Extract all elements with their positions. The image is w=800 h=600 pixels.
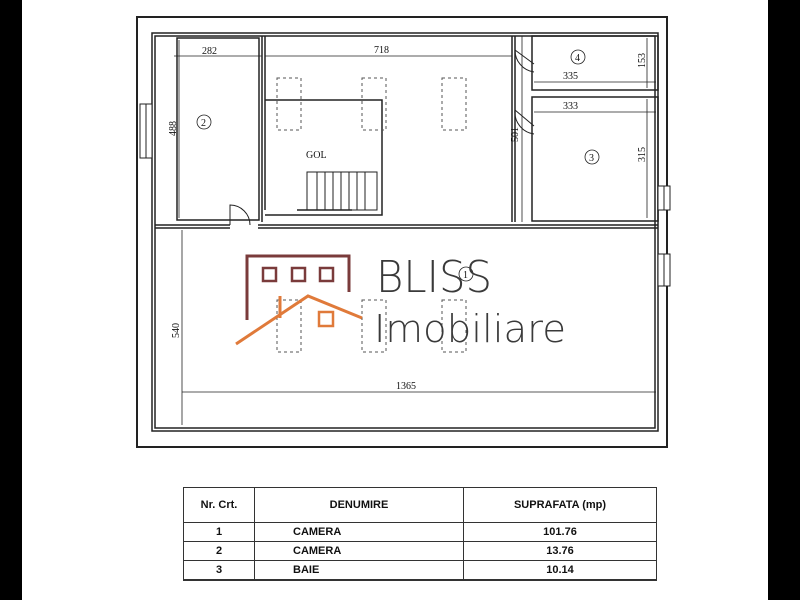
header-name: DENUMIRE bbox=[254, 487, 464, 523]
table-header-row: Nr. Crt. DENUMIRE SUPRAFATA (mp) bbox=[183, 487, 657, 523]
void-label: GOL bbox=[306, 150, 327, 161]
dim-room1-width: 1365 bbox=[396, 381, 416, 392]
row-name bbox=[254, 579, 464, 581]
dim-room3-height: 315 bbox=[637, 147, 648, 162]
row-name: CAMERA bbox=[254, 541, 464, 561]
table-row bbox=[183, 579, 657, 581]
doors bbox=[229, 49, 535, 226]
row-area: 10.14 bbox=[463, 560, 657, 580]
row-name: CAMERA bbox=[254, 522, 464, 542]
outer-frame bbox=[136, 16, 668, 448]
room-number-1: 1 bbox=[463, 270, 468, 281]
room-number-3: 3 bbox=[589, 153, 594, 164]
skylights bbox=[276, 77, 467, 353]
room-markers bbox=[196, 49, 600, 282]
stairs bbox=[306, 171, 378, 211]
dim-room2-height: 488 bbox=[168, 121, 179, 136]
room-number-2: 2 bbox=[201, 118, 206, 129]
dim-room3-width: 333 bbox=[563, 101, 578, 112]
dim-room1-height: 540 bbox=[171, 323, 182, 338]
floor-plan: 282 718 335 333 153 315 488 501 540 1365… bbox=[136, 16, 671, 448]
table-row: 3 BAIE 10.14 bbox=[183, 560, 657, 580]
brand-logo-icon bbox=[235, 254, 363, 346]
row-name: BAIE bbox=[254, 560, 464, 580]
dim-mid-height: 501 bbox=[510, 127, 521, 142]
brand-name: BLISS bbox=[376, 252, 492, 303]
row-area: 101.76 bbox=[463, 522, 657, 542]
header-nr: Nr. Crt. bbox=[183, 487, 255, 523]
drawing-sheet: 282 718 335 333 153 315 488 501 540 1365… bbox=[22, 0, 768, 600]
brand-subtitle: Imobiliare bbox=[374, 307, 566, 351]
dim-room2-width: 282 bbox=[202, 46, 217, 57]
row-area bbox=[463, 579, 657, 581]
windows bbox=[139, 103, 671, 287]
dim-room4-width: 335 bbox=[563, 71, 578, 82]
area-table: Nr. Crt. DENUMIRE SUPRAFATA (mp) 1 CAMER… bbox=[183, 487, 657, 581]
row-nr: 1 bbox=[183, 522, 255, 542]
dim-top-width: 718 bbox=[374, 45, 389, 56]
walls bbox=[151, 32, 659, 432]
row-nr: 3 bbox=[183, 560, 255, 580]
row-nr: 2 bbox=[183, 541, 255, 561]
dim-room4-height: 153 bbox=[637, 53, 648, 68]
header-area: SUPRAFATA (mp) bbox=[463, 487, 657, 523]
table-row: 1 CAMERA 101.76 bbox=[183, 522, 657, 542]
table-row: 2 CAMERA 13.76 bbox=[183, 541, 657, 561]
row-area: 13.76 bbox=[463, 541, 657, 561]
dimension-lines bbox=[174, 36, 656, 425]
row-nr bbox=[183, 579, 255, 581]
room-number-4: 4 bbox=[575, 53, 580, 64]
